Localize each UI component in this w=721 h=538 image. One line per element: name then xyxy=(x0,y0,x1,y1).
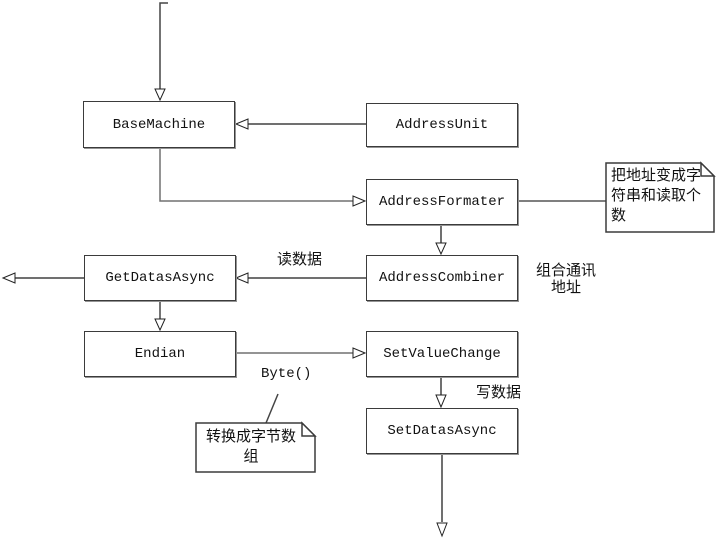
node-address-unit[interactable]: AddressUnit xyxy=(366,103,518,147)
node-label: BaseMachine xyxy=(112,116,206,133)
node-endian[interactable]: Endian xyxy=(84,331,236,377)
node-address-combiner[interactable]: AddressCombiner xyxy=(366,255,518,301)
edge-label-write-data: 写数据 xyxy=(476,384,522,401)
node-label: AddressCombiner xyxy=(378,270,506,286)
node-get-datas-async[interactable]: GetDatasAsync xyxy=(84,255,236,301)
edge-endian-to-setvaluechange xyxy=(235,347,367,359)
edge-label-combine-address: 组合通讯地址 xyxy=(535,262,596,296)
node-label: Endian xyxy=(134,346,186,362)
edge-entry-top xyxy=(154,2,168,102)
node-address-formater[interactable]: AddressFormater xyxy=(366,179,518,225)
edge-addressunit-to-basemachine xyxy=(234,118,366,130)
edge-setdatasasync-to-bottom xyxy=(436,454,448,538)
node-set-value-change[interactable]: SetValueChange xyxy=(366,331,518,377)
note-text-address-formater: 把地址变成字符串和读取个数 xyxy=(611,167,702,224)
edge-label-byte-call: Byte() xyxy=(261,366,312,382)
node-label: AddressFormater xyxy=(378,194,506,210)
edge-label-read-data: 读数据 xyxy=(277,251,323,268)
edge-getdatasasync-to-endian xyxy=(154,301,166,332)
edge-basemachine-to-addressformater xyxy=(159,148,367,207)
note-text-endian: 转换成字节数组 xyxy=(205,428,296,465)
node-set-datas-async[interactable]: SetDatasAsync xyxy=(366,408,518,454)
edge-getdatasasync-to-left xyxy=(1,272,84,284)
note-shape-endian[interactable] xyxy=(195,421,317,473)
edge-addressformater-to-addresscombiner xyxy=(435,224,447,256)
edge-setvaluechange-to-setdatasasync xyxy=(435,377,447,409)
node-base-machine[interactable]: BaseMachine xyxy=(83,101,235,148)
node-label: SetValueChange xyxy=(383,346,501,362)
note-shape-address-formater[interactable] xyxy=(605,161,716,233)
edge-note-to-byte xyxy=(265,393,279,424)
node-label: SetDatasAsync xyxy=(387,423,497,439)
node-label: AddressUnit xyxy=(395,117,489,133)
edge-addresscombiner-to-getdatasasync xyxy=(234,272,366,284)
node-label: GetDatasAsync xyxy=(105,270,215,286)
